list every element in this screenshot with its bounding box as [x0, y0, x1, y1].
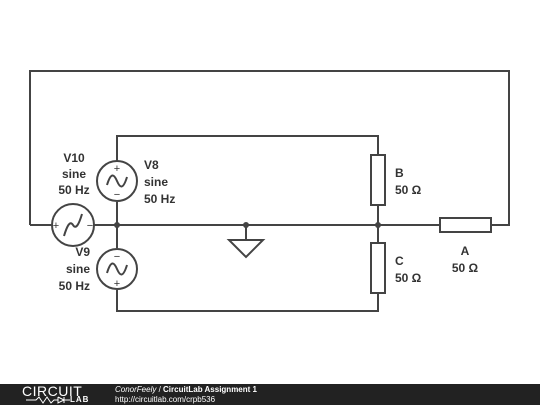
v10-name-label: V10 — [63, 151, 85, 165]
resistor-a-name: A — [461, 244, 470, 258]
v10-type-label: sine — [62, 167, 86, 181]
resistor-b — [370, 154, 386, 206]
v10-freq-label: 50 Hz — [58, 183, 89, 197]
junction-dot — [243, 222, 249, 228]
v9-freq-label: 50 Hz — [59, 279, 90, 293]
v9-name-label: V9 — [75, 245, 90, 259]
source-v10-plus: + — [53, 220, 59, 232]
source-v8-plus: + — [114, 163, 120, 175]
v8-name-label: V8 — [144, 158, 159, 172]
circuit-url-link[interactable]: http://circuitlab.com/crpb536 — [115, 395, 216, 404]
circuitlab-logo[interactable]: CIRCUIT LAB — [22, 383, 102, 405]
source-v10: + − — [51, 203, 95, 247]
source-v8: + − — [96, 160, 138, 202]
source-v9-plus: + — [114, 278, 120, 290]
resistor-c-value: 50 Ω — [395, 271, 422, 285]
sine-wave-icon — [63, 213, 83, 237]
circuit-schematic: + − + − − + V10 sine 50 Hz V8 sine 50 Hz… — [29, 70, 510, 312]
resistor-b-name: B — [395, 166, 404, 180]
junctions — [114, 222, 381, 228]
source-v9: − + — [96, 248, 138, 290]
junction-dot — [114, 222, 120, 228]
logo-circuit-text: CIRCUIT — [22, 383, 83, 399]
sine-wave-icon — [106, 174, 128, 188]
resistor-c-name: C — [395, 254, 404, 268]
source-v8-minus: − — [114, 189, 120, 201]
footer-bar: CIRCUIT LAB ConorFeely / CircuitLab Assi… — [0, 383, 540, 405]
source-v9-minus: − — [114, 251, 120, 263]
resistor-c — [370, 242, 386, 294]
title-separator: / — [156, 385, 164, 394]
resistor-a — [439, 217, 492, 233]
v8-freq-label: 50 Hz — [144, 192, 175, 206]
logo-lab-text: LAB — [70, 395, 90, 404]
resistor-b-value: 50 Ω — [395, 183, 422, 197]
sine-wave-icon — [106, 262, 128, 276]
v8-type-label: sine — [144, 175, 168, 189]
junction-dot — [375, 222, 381, 228]
resistor-a-value: 50 Ω — [452, 261, 479, 275]
wires — [29, 70, 510, 312]
resistor-zigzag-icon — [26, 396, 70, 404]
ground-symbol — [226, 239, 266, 259]
author-link[interactable]: ConorFeely — [115, 385, 157, 394]
top-rail-wire — [116, 135, 379, 161]
source-v10-minus: − — [87, 220, 93, 232]
v9-type-label: sine — [66, 262, 90, 276]
outer-loop-wire — [29, 70, 510, 226]
circuit-title[interactable]: CircuitLab Assignment 1 — [163, 385, 257, 394]
footer-title-line: ConorFeely / CircuitLab Assignment 1 — [115, 385, 257, 395]
bottom-rail-wire — [116, 290, 379, 312]
